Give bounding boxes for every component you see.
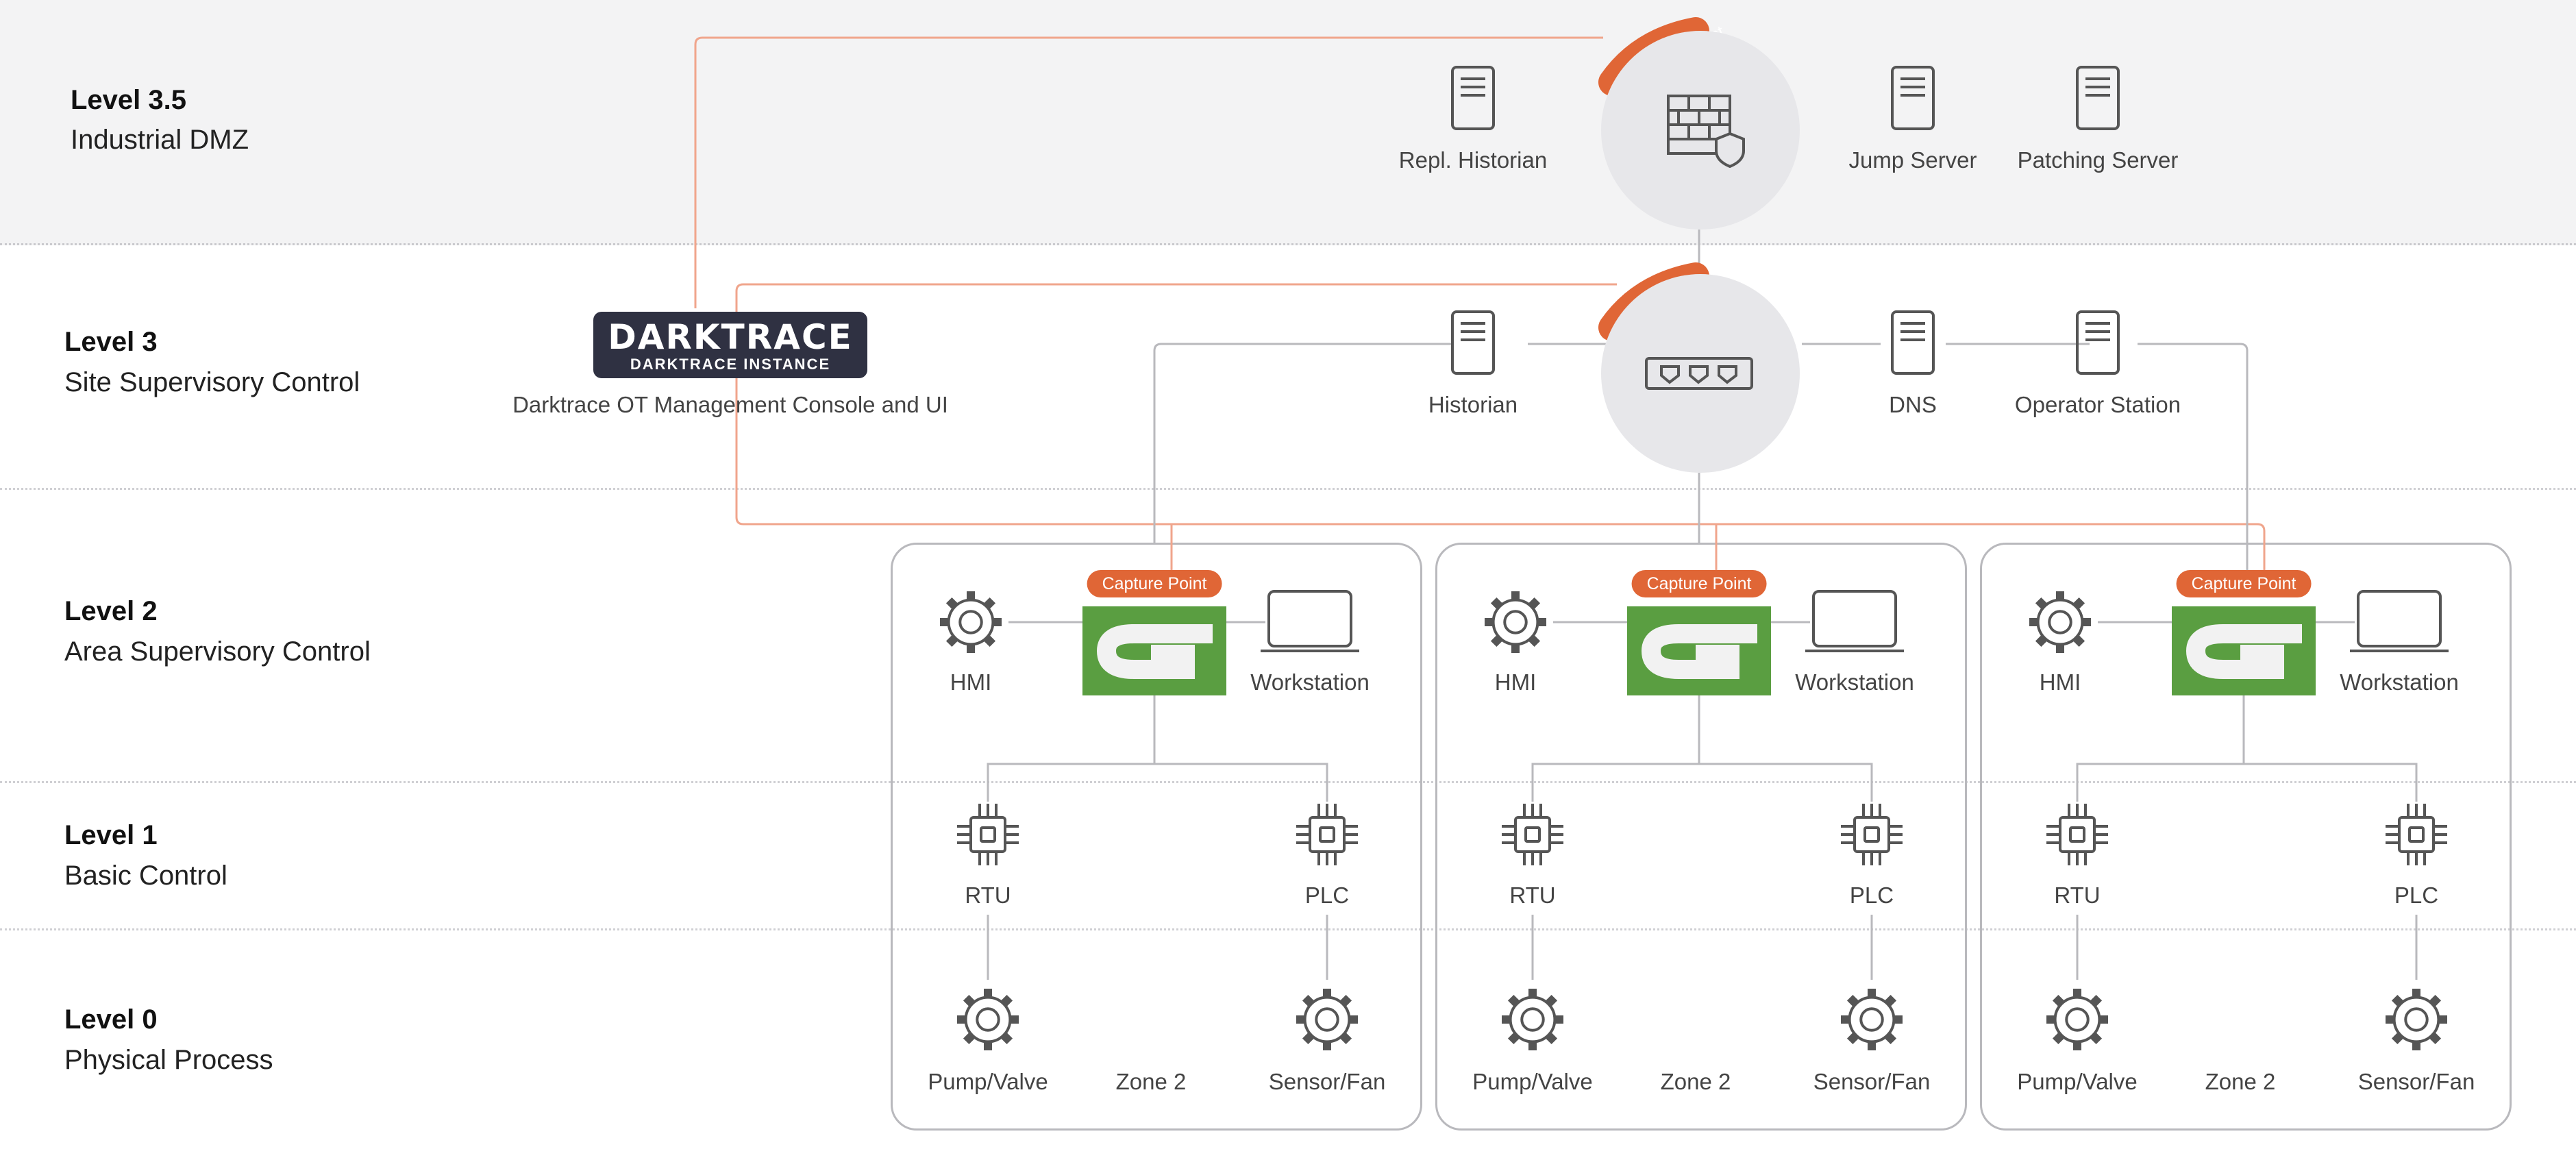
laptop-icon — [2350, 590, 2449, 652]
server-icon — [2076, 310, 2120, 375]
darktrace-logo-text: DARKTRACE — [608, 317, 853, 357]
level-title: Level 3 — [64, 327, 158, 357]
level-title: Level 0 — [64, 1004, 158, 1035]
level-title: Level 1 — [64, 820, 158, 850]
firewall-hub — [1601, 31, 1800, 230]
sensor-logo-icon — [1082, 606, 1226, 695]
level-divider — [0, 488, 2576, 490]
chip-icon — [957, 804, 1019, 865]
level-subtitle: Physical Process — [64, 1045, 273, 1075]
capture-point-badge: Capture Point — [2176, 570, 2312, 597]
level-subtitle: Basic Control — [64, 861, 227, 891]
capture-point-badge: Capture Point — [1631, 570, 1767, 597]
gear-icon — [1841, 989, 1903, 1050]
hmi-label: HMI — [2039, 669, 2081, 695]
workstation-label: Workstation — [1795, 669, 1914, 695]
chip-icon — [1841, 804, 1903, 865]
workstation-label: Workstation — [2340, 669, 2459, 695]
network-link — [1153, 343, 1452, 543]
plc-label: PLC — [1304, 882, 1350, 908]
server-label: Historian — [1428, 392, 1518, 417]
server-icon — [1891, 310, 1935, 375]
workstation-label: Workstation — [1250, 669, 1370, 695]
darktrace-caption: Darktrace OT Management Console and UI — [512, 392, 948, 417]
hmi-label: HMI — [1494, 669, 1537, 695]
laptop-icon — [1261, 590, 1359, 652]
plc-label: PLC — [1849, 882, 1894, 908]
plc-label: PLC — [2394, 882, 2439, 908]
server-label: Patching Server — [2017, 147, 2179, 173]
gear-icon — [957, 989, 1019, 1050]
sensor-logo-icon — [2172, 606, 2316, 695]
server-icon — [2076, 66, 2120, 130]
server-label: Operator Station — [2014, 392, 2181, 417]
server-label: Repl. Historian — [1398, 147, 1548, 173]
rtu-label: RTU — [965, 882, 1011, 908]
zone-box — [1435, 543, 1967, 1131]
network-link — [2138, 343, 2249, 596]
capture-link — [735, 283, 1617, 312]
level-title: Level 2 — [64, 596, 158, 626]
zone-label: Zone 2 — [1115, 1069, 1187, 1094]
zone-box — [891, 543, 1422, 1131]
level-subtitle: Area Supervisory Control — [64, 637, 371, 667]
server-label: DNS — [1889, 392, 1937, 417]
sensor-fan-label: Sensor/Fan — [1813, 1069, 1931, 1094]
gear-icon — [2386, 989, 2447, 1050]
level-subtitle: Industrial DMZ — [71, 125, 249, 155]
server-icon — [1451, 310, 1495, 375]
switch-icon — [1645, 357, 1753, 390]
hmi-label: HMI — [950, 669, 992, 695]
gear-icon — [2046, 989, 2108, 1050]
gear-icon — [1502, 989, 1563, 1050]
chip-icon — [1502, 804, 1563, 865]
pump-valve-label: Pump/Valve — [1472, 1069, 1593, 1094]
capture-link — [735, 378, 2266, 596]
pump-valve-label: Pump/Valve — [928, 1069, 1048, 1094]
firewall-icon — [1667, 95, 1745, 168]
chip-icon — [2046, 804, 2108, 865]
gear-icon — [1296, 989, 1358, 1050]
chip-icon — [2386, 804, 2447, 865]
pump-valve-label: Pump/Valve — [2017, 1069, 2138, 1094]
capture-link — [694, 36, 1603, 308]
level-subtitle: Site Supervisory Control — [64, 367, 360, 397]
capture-point-badge: Capture Point — [1087, 570, 1222, 597]
rtu-label: RTU — [1509, 882, 1556, 908]
chip-icon — [1296, 804, 1358, 865]
zone-label: Zone 2 — [2205, 1069, 2276, 1094]
sensor-fan-label: Sensor/Fan — [1268, 1069, 1386, 1094]
darktrace-logo: DARKTRACE DARKTRACE INSTANCE — [593, 312, 867, 378]
gear-icon — [940, 591, 1002, 653]
sensor-fan-label: Sensor/Fan — [2357, 1069, 2475, 1094]
gear-icon — [2029, 591, 2091, 653]
level-divider — [0, 781, 2576, 783]
server-icon — [1891, 66, 1935, 130]
switch-hub — [1601, 274, 1800, 473]
level-divider — [0, 928, 2576, 930]
sensor-logo-icon — [1627, 606, 1771, 695]
level-title: Level 3.5 — [71, 85, 187, 115]
dmz-band — [0, 0, 2576, 245]
server-icon — [1451, 66, 1495, 130]
laptop-icon — [1805, 590, 1904, 652]
rtu-label: RTU — [2054, 882, 2101, 908]
zone-box — [1980, 543, 2512, 1131]
zone-label: Zone 2 — [1660, 1069, 1731, 1094]
gear-icon — [1485, 591, 1546, 653]
darktrace-logo-sub: DARKTRACE INSTANCE — [630, 356, 831, 373]
server-label: Jump Server — [1848, 147, 1977, 173]
